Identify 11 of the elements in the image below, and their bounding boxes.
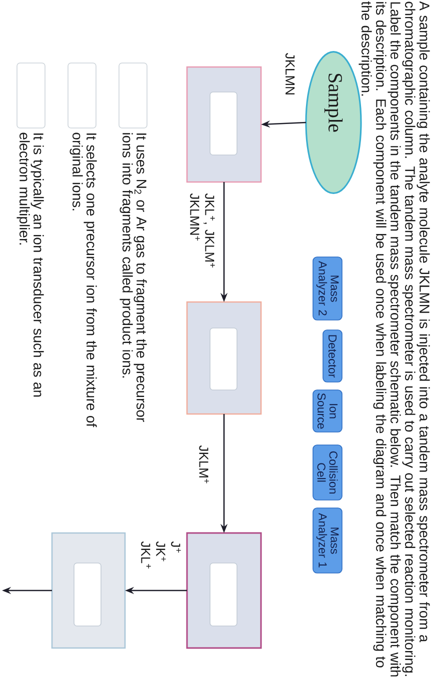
edge-label: JKLMN: [285, 53, 295, 94]
edge-label: J$^{+}$ JK$^{+}$ JKL$^{+}$: [141, 541, 181, 568]
description-text: It selects one precursor ion from the mixture of original ions.: [70, 132, 97, 428]
label-button: Ion Source: [312, 390, 342, 432]
edge-label: JKLM$^{+}$: [199, 445, 209, 484]
label-button: Collision Cell: [312, 444, 342, 500]
description-text: It is typically an ion transducer such as an electron multiplier.: [16, 132, 44, 397]
description-text: It uses N$_{2}$ or Ar gas to fragment the precursor ions into fragments called product ions.: [120, 133, 147, 422]
label-button: Detector: [322, 330, 342, 382]
label-button: Mass Analyzer 1: [312, 508, 342, 574]
label-button: Mass Analyzer 2: [312, 256, 342, 320]
